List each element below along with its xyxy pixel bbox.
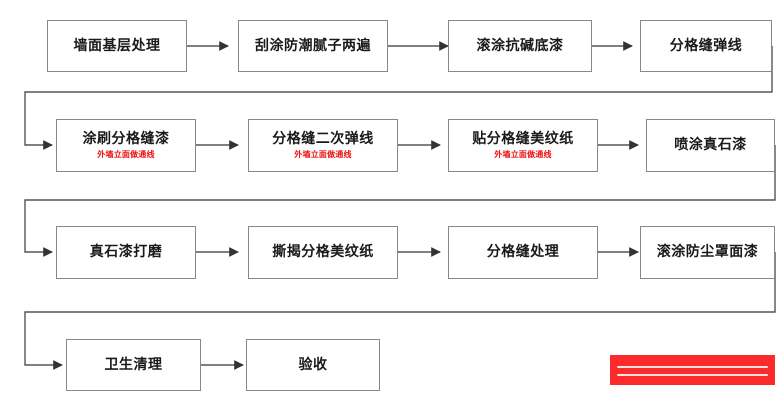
node-label: 卫生清理 bbox=[104, 356, 163, 373]
process-node[interactable]: 墙面基层处理 bbox=[47, 20, 187, 72]
node-note: 外墙立面做通线 bbox=[97, 150, 155, 160]
connector-wrap-r1-r2 bbox=[24, 46, 773, 150]
node-label: 喷涂真石漆 bbox=[674, 137, 747, 154]
node-label: 墙面基层处理 bbox=[73, 37, 161, 54]
node-label: 验收 bbox=[298, 356, 328, 373]
process-node[interactable]: 分格缝处理 bbox=[448, 226, 598, 279]
process-node[interactable]: 真石漆打磨 bbox=[56, 226, 196, 279]
process-node[interactable]: 涂刷分格缝漆 外墙立面做通线 bbox=[56, 119, 196, 172]
process-node[interactable]: 滚涂抗碱底漆 bbox=[448, 20, 592, 72]
process-node[interactable]: 验收 bbox=[246, 339, 380, 391]
node-label: 涂刷分格缝漆 bbox=[82, 131, 170, 148]
node-label: 滚涂防尘罩面漆 bbox=[656, 244, 759, 261]
process-node[interactable]: 卫生清理 bbox=[66, 339, 201, 391]
node-label: 分格缝处理 bbox=[486, 244, 560, 261]
process-node[interactable]: 分格缝弹线 bbox=[640, 20, 772, 72]
connector-wrap-r3-r4 bbox=[24, 252, 776, 370]
watermark-line bbox=[617, 365, 768, 368]
node-note: 外墙立面做通线 bbox=[494, 150, 552, 160]
node-note: 外墙立面做通线 bbox=[294, 150, 352, 160]
process-node[interactable]: 刮涂防潮腻子两遍 bbox=[238, 20, 388, 72]
process-node[interactable]: 滚涂防尘罩面漆 bbox=[640, 226, 775, 279]
node-label: 真石漆打磨 bbox=[89, 244, 163, 261]
node-label: 分格缝二次弹线 bbox=[272, 131, 374, 148]
process-node[interactable]: 分格缝二次弹线 外墙立面做通线 bbox=[248, 119, 398, 172]
node-label: 撕揭分格美纹纸 bbox=[272, 244, 374, 261]
watermark-banner bbox=[610, 355, 775, 385]
process-node[interactable]: 贴分格缝美纹纸 外墙立面做通线 bbox=[448, 119, 598, 172]
watermark-line bbox=[617, 373, 768, 376]
process-node[interactable]: 撕揭分格美纹纸 bbox=[248, 226, 398, 279]
node-label: 分格缝弹线 bbox=[669, 37, 743, 54]
node-label: 刮涂防潮腻子两遍 bbox=[255, 37, 371, 54]
process-node[interactable]: 喷涂真石漆 bbox=[646, 119, 775, 172]
node-label: 贴分格缝美纹纸 bbox=[472, 131, 574, 148]
connector-wrap-r2-r3 bbox=[24, 145, 776, 257]
node-label: 滚涂抗碱底漆 bbox=[476, 37, 564, 54]
